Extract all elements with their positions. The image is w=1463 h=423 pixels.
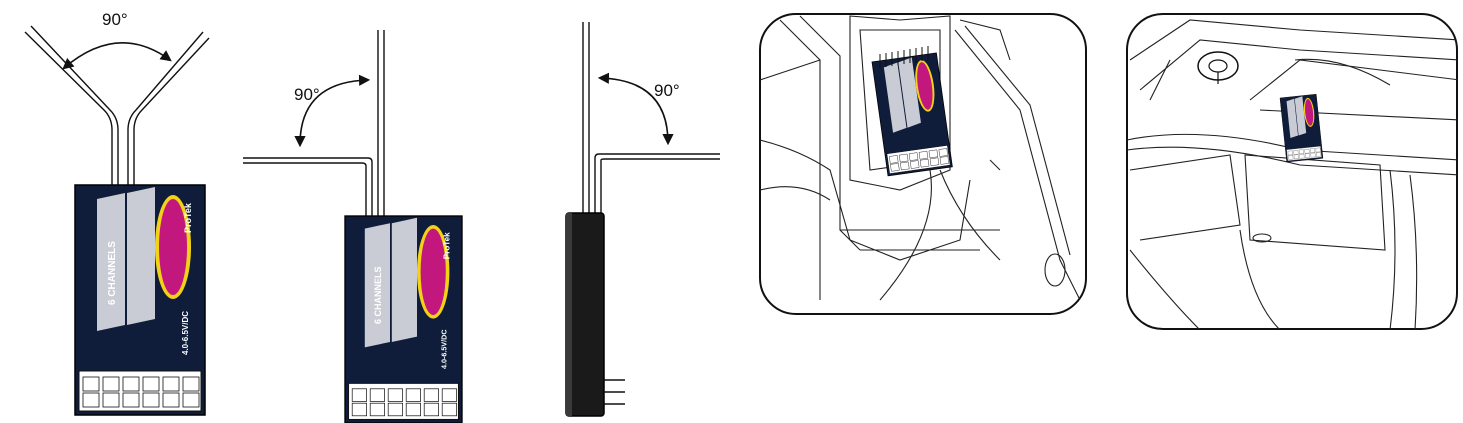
rx-voltage-label: 4.0-6.5V/DC xyxy=(181,311,190,355)
figure-v-antenna: 90° 6 CHANNELS 4.0-6.5V/DC ProTek xyxy=(24,10,210,416)
antenna-wires xyxy=(24,25,210,185)
rx-channels-label: 6 CHANNELS xyxy=(373,266,383,324)
angle-arc xyxy=(597,72,674,146)
rx-voltage-label: 4.0-6.5V/DC xyxy=(440,329,449,369)
fuselage-lines xyxy=(1127,19,1457,329)
figure-installed-closeup xyxy=(759,13,1087,315)
angle-label: 90° xyxy=(654,81,680,100)
connector-pins xyxy=(604,379,625,405)
figure-l-antenna: 90° 6 CHANNELS 4.0-6.5V/DC ProTek xyxy=(243,30,463,423)
angle-arc xyxy=(294,74,371,148)
rx-brand-label: ProTek xyxy=(183,202,193,233)
receiver-side xyxy=(565,212,625,417)
rotor-hub xyxy=(1197,51,1239,84)
receiver-front: 6 CHANNELS 4.0-6.5V/DC ProTek xyxy=(344,215,463,423)
angle-label: 90° xyxy=(102,10,128,29)
installed-receiver xyxy=(1279,93,1324,163)
fuselage-frame xyxy=(1126,13,1458,330)
helicopter-frame-lines xyxy=(760,15,1081,301)
antenna-wires xyxy=(582,22,720,214)
figure-installed-fuselage xyxy=(1126,13,1458,330)
figure-side-view: 90° xyxy=(565,22,720,417)
angle-arc xyxy=(62,42,172,70)
receiver-front: 6 CHANNELS 4.0-6.5V/DC ProTek xyxy=(74,184,206,416)
rx-brand-label: ProTek xyxy=(442,232,451,259)
angle-label: 90° xyxy=(294,85,320,104)
rx-channels-label: 6 CHANNELS xyxy=(107,241,118,305)
servo-lead-pins xyxy=(879,46,929,68)
antenna-wires xyxy=(243,30,385,216)
